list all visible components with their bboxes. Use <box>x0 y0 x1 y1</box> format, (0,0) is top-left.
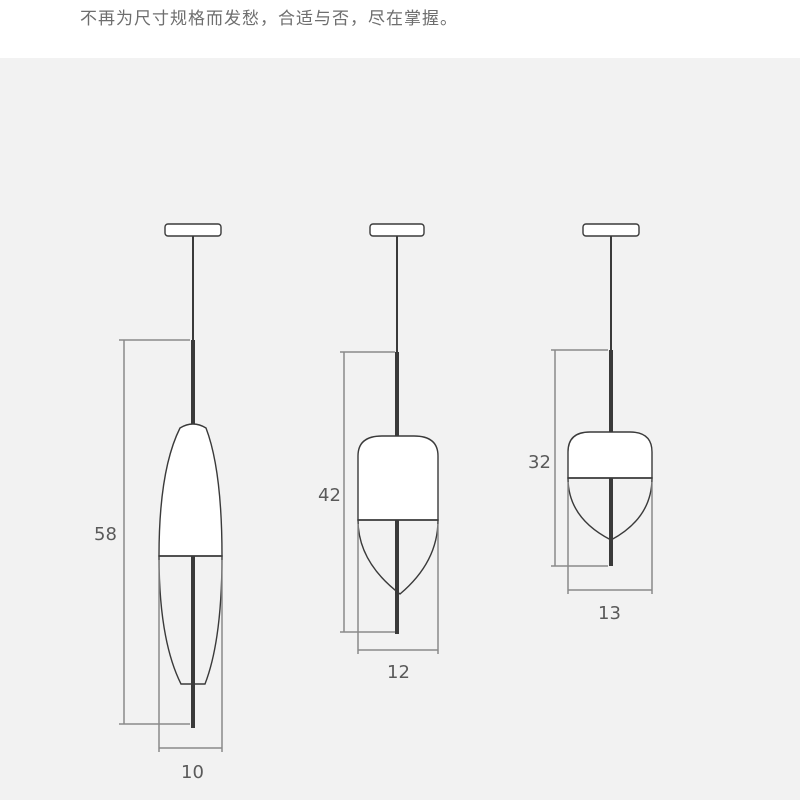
lamp-tall-canopy <box>164 223 222 237</box>
lamp-medium-shade-upper <box>357 435 439 521</box>
lamp-short-width-label: 13 <box>598 603 621 624</box>
lamp-medium-canopy <box>369 223 425 237</box>
lamp-short: 32 13 <box>528 223 653 624</box>
lamp-tall: 58 10 <box>94 223 223 783</box>
lamp-medium-height-label: 42 <box>318 485 341 506</box>
lamp-tall-height-label: 58 <box>94 524 117 545</box>
lamp-short-shade-upper <box>567 431 653 479</box>
diagram-panel <box>0 58 800 800</box>
lamp-tall-shade-lower <box>158 555 223 685</box>
page-caption: 不再为尺寸规格而发愁，合适与否，尽在掌握。 <box>80 9 458 29</box>
lamp-short-canopy <box>582 223 640 237</box>
lamp-tall-width-label: 10 <box>181 762 204 783</box>
lamp-medium: 42 12 <box>318 223 439 683</box>
lamp-short-height-label: 32 <box>528 452 551 473</box>
lamp-medium-shade-lower <box>357 519 439 595</box>
lamp-tall-shade-upper <box>158 423 223 557</box>
lamp-medium-width-label: 12 <box>387 662 410 683</box>
lamp-short-shade-lower <box>567 477 653 541</box>
